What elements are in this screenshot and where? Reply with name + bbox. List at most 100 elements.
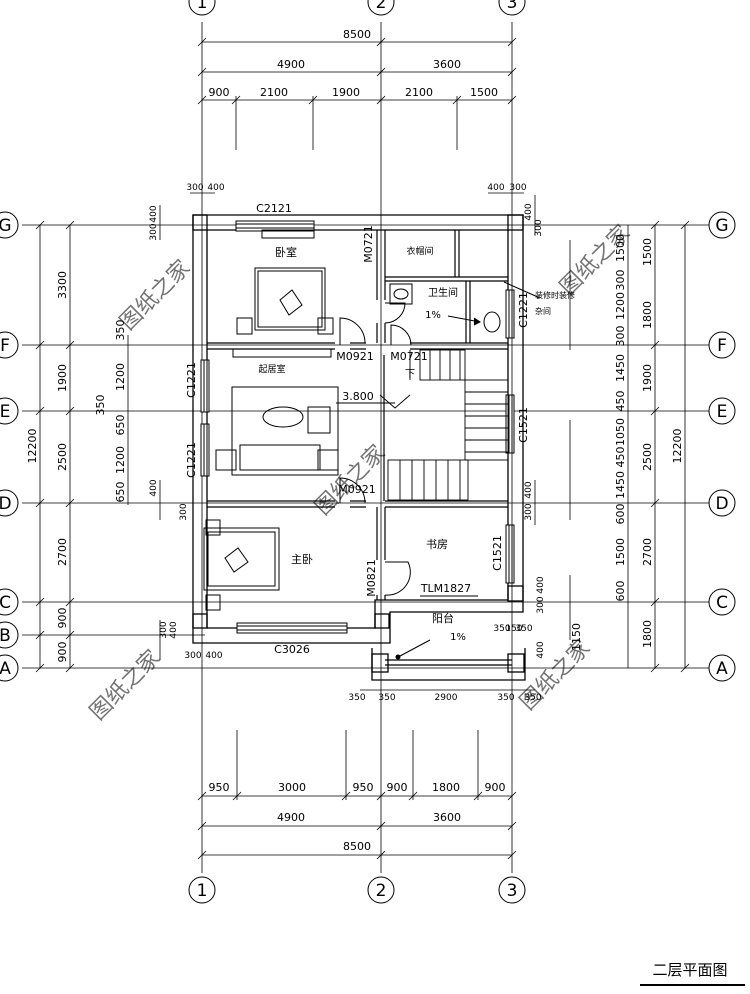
dim-top-sub-3: 1900 [332,86,360,99]
stair-down-label: 下 [405,369,415,380]
code-tlm1827: TLM1827 [420,582,471,595]
dim-top-small-r1: 400 [487,183,504,193]
axis-label-left-d: D [0,494,12,514]
room-closet-label: 衣帽间 [406,245,433,257]
dim-right-inner-11: 1500 [614,538,627,566]
dim-left-inner-1: 350 [114,320,127,341]
axis-label-right-f: F [717,336,727,356]
code-m0821: M0821 [365,559,378,597]
axis-label-right-d: D [715,494,728,514]
room-living-label: 起居室 [258,363,285,375]
dim-left-small-1: 400 [149,205,159,222]
dim-left-part-6: 900 [56,642,69,663]
left-dimension-lines [35,205,161,673]
left-dimension-text: 12200 3300 1900 2500 2700 900 900 350 12… [26,205,223,662]
room-storage-label: 杂间 [535,307,551,316]
dim-right-small-4: 300 [524,503,534,520]
code-m0921-b: M0921 [338,483,376,496]
opening-codes: C2121 M0721 M0921 M0721 C1221 C1221 C122… [185,202,530,656]
bottom-dimension-text: 350 350 2900 350 350 950 3000 950 900 18… [209,693,542,853]
dim-left-part-5: 900 [56,608,69,629]
axis-label-left-g: G [0,216,12,236]
exterior-walls [192,214,526,681]
dim-left-small-7: 300 [184,651,201,661]
dim-balcony-1: 350 [348,693,365,703]
dim-right-total: 12200 [671,429,684,464]
dim-left-inner-6: 650 [114,482,127,503]
floor-level-label: 3.800 [342,390,374,403]
axis-label-left-e: E [0,402,10,422]
dim-right-part-3: 1900 [641,364,654,392]
code-m0921-a: M0921 [336,350,374,363]
right-dimension-text: 12200 1500 1800 1900 2500 2700 1800 1500… [493,203,684,658]
top-dimension-text: 8500 4900 3600 900 2100 1900 2100 1500 3… [186,28,526,193]
axis-label-top-3: 3 [507,0,518,13]
right-dimension-lines [534,195,690,673]
dim-balcony-5: 350 [524,693,541,703]
axis-label-top-1: 1 [197,0,208,13]
dim-left-inner-2: 1200 [114,363,127,391]
dim-right-part-2: 1800 [641,301,654,329]
dim-right-small-6: 300 [536,596,546,613]
dim-left-inner-3: 350 [94,395,107,416]
code-m0721-b: M0721 [390,350,428,363]
dim-bottom-sub-4: 900 [387,781,408,794]
watermark-1: 图纸之家 [115,255,195,335]
dim-right-inner-12: 600 [614,581,627,602]
room-bedroom-label: 卧室 [275,245,297,259]
watermark-3: 图纸之家 [310,440,390,520]
axis-label-right-a: A [716,659,728,679]
dim-right-inner-3: 1200 [614,292,627,320]
dim-left-part-1: 3300 [56,271,69,299]
dim-balcony-3: 2900 [435,693,458,703]
bottom-dimension-lines [197,689,535,860]
room-study-label: 书房 [426,538,448,551]
dim-left-small-6: 400 [169,621,179,638]
balcony-slope-label: 1% [450,632,466,643]
dim-bottom-sub-6: 900 [485,781,506,794]
corner-columns [192,214,525,673]
dim-top-sub-1: 900 [209,86,230,99]
doors [339,302,478,601]
axis-label-left-f: F [0,336,10,356]
dim-top-small-l1: 300 [186,183,203,193]
dim-right-inner-9: 1450 [614,471,627,499]
dim-top-small-r2: 300 [509,183,526,193]
dim-right-small-10: 350 [515,624,532,634]
dim-right-inner-1: 1500 [614,234,627,262]
dim-left-inner-4: 650 [114,415,127,436]
dim-balcony-4: 350 [497,693,514,703]
dim-top-small-l2: 400 [207,183,224,193]
dim-right-inner-5: 1450 [614,354,627,382]
dim-right-inner-4: 300 [614,326,627,347]
top-dimension-lines [190,37,524,194]
code-c3026: C3026 [274,643,310,656]
dim-right-part-6: 1800 [641,620,654,648]
dim-right-small-9: 150 [505,624,522,634]
dim-right-small-7: 400 [536,641,546,658]
dim-left-small-8: 400 [205,651,222,661]
room-bathroom-label: 卫生间 [428,286,458,299]
dim-right-small-8: 350 [493,624,510,634]
axis-label-bottom-2: 2 [376,881,387,901]
axis-bubbles [0,0,736,904]
watermark-4: 图纸之家 [85,645,165,725]
code-c1221-b: C1221 [185,442,198,478]
axis-label-left-a: A [0,659,11,679]
axis-labels: 1 2 3 1 2 3 G F E D C B A G F E D C A [0,0,729,901]
dim-right-small-1: 400 [524,203,534,220]
dim-right-inner-10: 600 [614,504,627,525]
axis-label-bottom-3: 3 [507,881,518,901]
axis-label-left-c: C [0,593,11,613]
room-labels: 卧室 衣帽间 卫生间 1% 装修时装修 杂间 起居室 主卧 书房 阳台 1% 3… [258,245,575,643]
axis-label-top-2: 2 [376,0,387,13]
dim-left-small-4: 300 [179,503,189,520]
code-c1521-a: C1521 [517,407,530,443]
dim-left-total: 12200 [26,429,39,464]
room-balcony-label: 阳台 [432,611,454,625]
code-c2121: C2121 [256,202,292,215]
staircase [379,349,509,501]
dim-left-small-3: 400 [149,479,159,496]
dim-right-inner-13: 1150 [570,623,583,651]
